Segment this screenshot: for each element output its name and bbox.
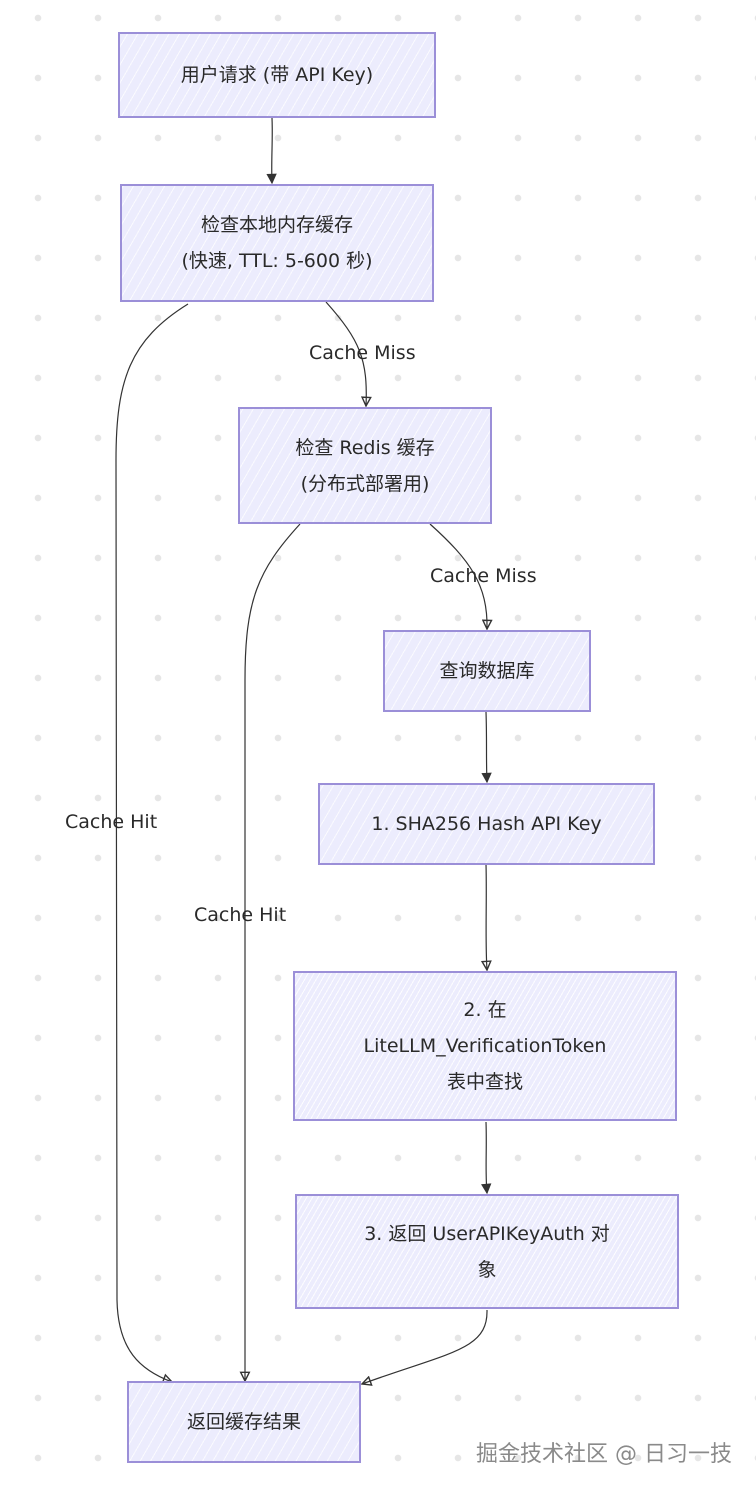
- node-label: 查询数据库: [439, 660, 535, 682]
- edge-label-local-hit: Cache Hit: [65, 811, 158, 833]
- edge-label-redis-miss: Cache Miss: [430, 565, 537, 587]
- node-label: 检查 Redis 缓存: [295, 436, 435, 459]
- node-query-db[interactable]: 查询数据库: [383, 630, 591, 712]
- node-label: 检查本地内存缓存: [200, 214, 353, 236]
- edge-redis-to-cached-hit: [245, 523, 301, 1381]
- node-local-cache[interactable]: 检查本地内存缓存 (快速, TTL: 5-600 秒): [120, 184, 434, 302]
- node-label: 象: [477, 1258, 497, 1281]
- node-lookup-table[interactable]: 2. 在 LiteLLM_VerificationToken 表中查找: [293, 971, 677, 1121]
- edge-label-local-miss: Cache Miss: [309, 342, 416, 364]
- node-label: 1. SHA256 Hash API Key: [371, 813, 602, 835]
- node-label: 返回缓存结果: [186, 1411, 301, 1433]
- node-user-request[interactable]: 用户请求 (带 API Key): [118, 32, 436, 118]
- node-label: 2. 在: [463, 999, 507, 1021]
- edge-local-to-cached-hit: [115, 303, 189, 1382]
- edge-hash-to-lookup: [486, 863, 487, 970]
- node-label: 表中查找: [446, 1071, 523, 1093]
- node-hash-key[interactable]: 1. SHA256 Hash API Key: [318, 783, 655, 865]
- edge-user-to-local: [272, 117, 273, 183]
- edge-local-to-redis-miss: [325, 301, 366, 406]
- node-label: 3. 返回 UserAPIKeyAuth 对: [364, 1222, 610, 1245]
- edge-return-to-cached: [362, 1309, 488, 1384]
- edge-lookup-to-return: [486, 1121, 487, 1193]
- edge-redis-to-db-miss: [429, 523, 487, 629]
- node-label: (快速, TTL: 5-600 秒): [181, 250, 373, 272]
- node-label: LiteLLM_VerificationToken: [363, 1035, 607, 1057]
- node-return-cached[interactable]: 返回缓存结果: [127, 1381, 361, 1463]
- watermark: 掘金技术社区 @ 日习一技: [476, 1442, 732, 1467]
- edge-label-redis-hit: Cache Hit: [194, 904, 287, 926]
- node-label: (分布式部署用): [300, 472, 430, 495]
- node-label: 用户请求 (带 API Key): [180, 64, 374, 86]
- edge-db-to-hash: [486, 711, 487, 782]
- node-redis-cache[interactable]: 检查 Redis 缓存 (分布式部署用): [238, 407, 492, 524]
- node-return-auth[interactable]: 3. 返回 UserAPIKeyAuth 对 象: [295, 1194, 679, 1309]
